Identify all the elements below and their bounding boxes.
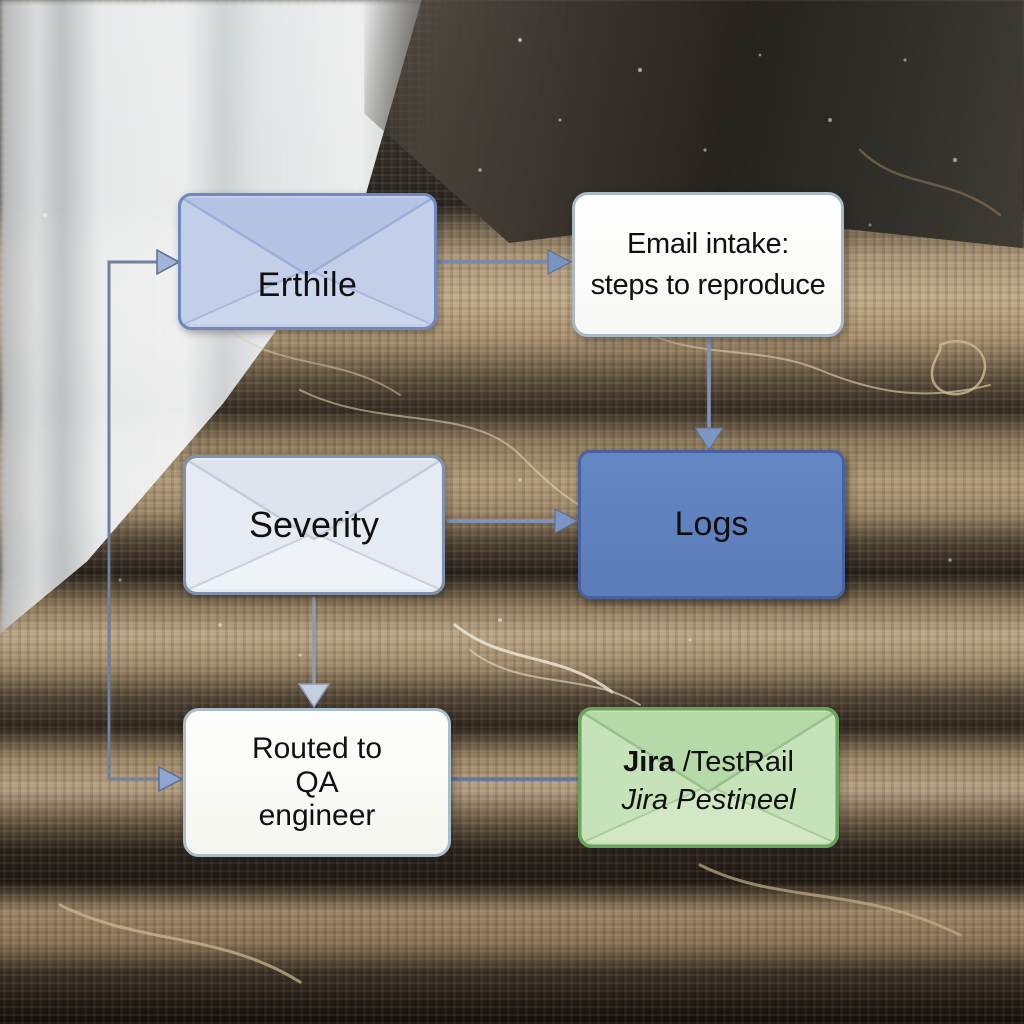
node-logs: Logs bbox=[578, 450, 845, 599]
envelope-icon bbox=[183, 455, 445, 595]
node-routed-to-qa-label: Routed to QA engineer bbox=[251, 732, 383, 833]
node-routed-to-qa: Routed to QA engineer bbox=[183, 708, 451, 857]
node-jira-testrail: Jira /TestRail Jira Pestineel bbox=[578, 707, 839, 848]
node-jira-testrail-label: Jira /TestRail Jira Pestineel bbox=[621, 744, 795, 818]
envelope-icon bbox=[578, 707, 839, 848]
node-logs-label: Logs bbox=[674, 505, 749, 543]
node-erthile-label: Erthile bbox=[257, 266, 358, 304]
jira-bold-text: Jira bbox=[623, 746, 675, 779]
envelope-icon bbox=[178, 193, 437, 330]
jira-italic-text: Jira Pestineel bbox=[621, 783, 796, 816]
node-email-intake: Email intake: steps to reproduce bbox=[572, 192, 844, 337]
node-severity: Severity bbox=[183, 455, 445, 595]
node-severity-label: Severity bbox=[248, 504, 380, 545]
testrail-text: /TestRail bbox=[674, 746, 794, 779]
node-erthile: Erthile bbox=[178, 193, 437, 330]
node-email-intake-label: Email intake: steps to reproduce bbox=[590, 227, 826, 301]
